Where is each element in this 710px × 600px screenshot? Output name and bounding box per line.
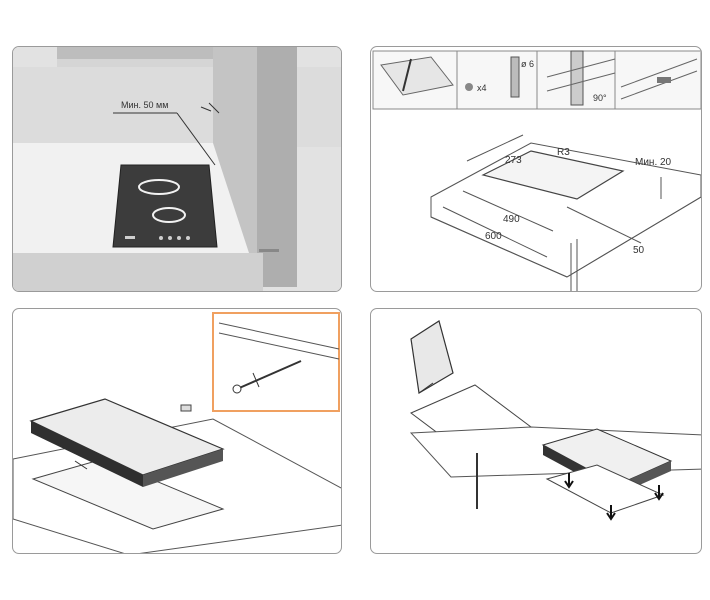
insert-hob-illustration <box>13 312 341 553</box>
cutout-depth-label: 273 <box>505 155 522 166</box>
panel-secure-hob <box>370 308 702 554</box>
drill-diameter-label: ø 6 <box>521 59 534 69</box>
clip-detail-inset <box>212 312 340 412</box>
panel-insert-hob <box>12 308 342 554</box>
radius-label: R3 <box>557 147 570 158</box>
cutout-diagram: x4 ø 6 90° 273 R3 490 600 Мин. 20 50 <box>372 50 701 291</box>
angle-label: 90° <box>593 93 607 103</box>
edge-distance-label: 50 <box>633 245 645 256</box>
min-thickness-label: Мин. 20 <box>635 157 672 168</box>
screw-count-label: x4 <box>477 83 487 93</box>
min-clearance-label: Мин. 50 мм <box>121 100 168 110</box>
panel-cutout-dimensions: x4 ø 6 90° 273 R3 490 600 Мин. 20 50 <box>370 46 702 292</box>
cutout-width-label: 490 <box>503 214 520 225</box>
secure-hob-illustration <box>409 320 701 521</box>
counter-width-label: 600 <box>485 231 502 242</box>
clearance-illustration: Мин. 50 мм <box>13 47 341 291</box>
panel-clearance: Мин. 50 мм <box>12 46 342 292</box>
